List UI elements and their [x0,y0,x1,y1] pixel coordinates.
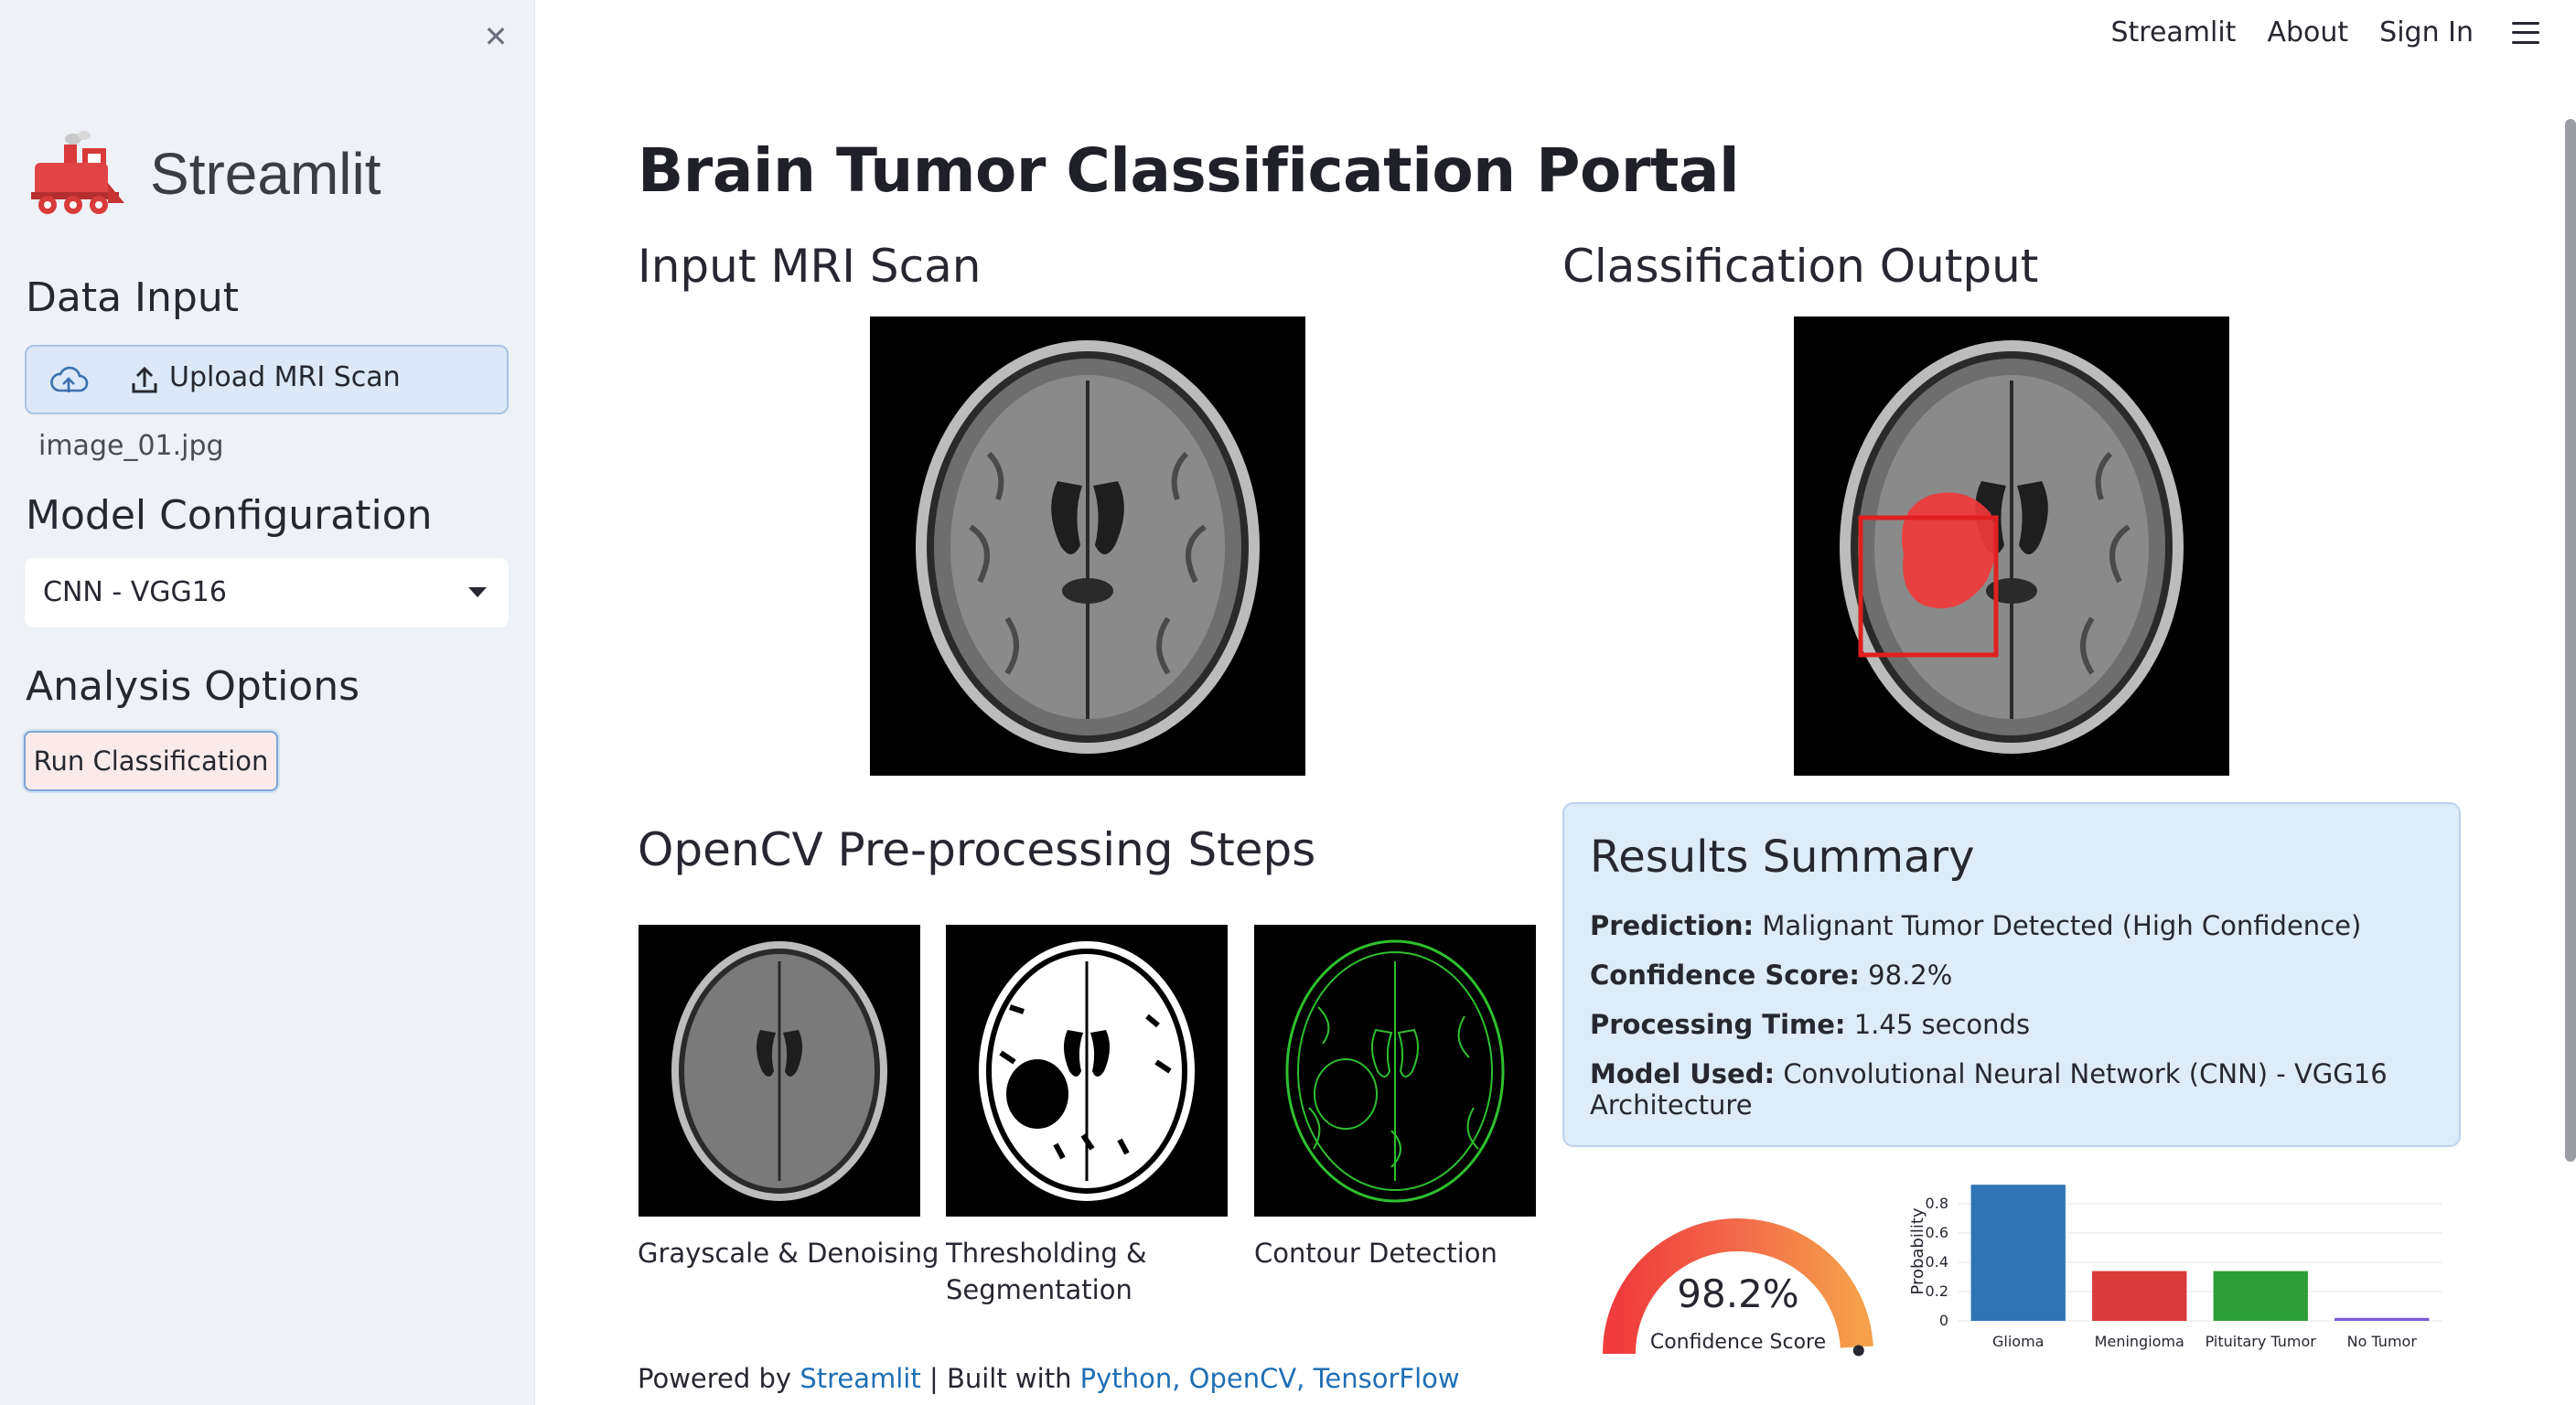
bar-glioma [1970,1185,2066,1321]
contour-image [1254,925,1536,1217]
step-caption-contour: Contour Detection [1254,1238,1497,1269]
page-title: Brain Tumor Classification Portal [638,135,1740,206]
cloud-upload-icon [50,366,89,392]
model-select-value: CNN - VGG16 [43,576,227,608]
scrollbar[interactable] [2565,119,2576,1162]
model-select[interactable]: CNN - VGG16 [25,558,509,627]
footer-link-streamlit[interactable]: Streamlit [800,1363,921,1394]
y-tick-label: 0.6 [1926,1224,1948,1241]
output-mri-image [1794,316,2229,776]
uploaded-file-name: image_01.jpg [38,430,224,462]
bar-pituitary-tumor [2213,1271,2308,1321]
y-tick-label: 0 [1939,1312,1948,1329]
preprocessing-heading: OpenCV Pre-processing Steps [638,823,1316,876]
brand: Streamlit [27,128,381,220]
top-nav: Streamlit About Sign In [2079,16,2539,48]
data-input-heading: Data Input [26,274,239,321]
threshold-image [946,925,1228,1217]
results-summary-heading: Results Summary [1590,831,1975,883]
nav-sign-in[interactable]: Sign In [2379,16,2474,48]
nav-streamlit[interactable]: Streamlit [2110,16,2237,48]
bar-meningioma [2092,1271,2187,1321]
x-tick-label: Pituitary Tumor [2206,1333,2317,1350]
bar-no-tumor [2334,1317,2430,1321]
run-classification-button[interactable]: Run Classification [24,731,278,791]
y-axis-label: Probability [1908,1207,1927,1294]
footer-link-opencv[interactable]: OpenCV, [1188,1363,1305,1394]
confidence-gauge [1603,1218,1873,1357]
step-caption-grayscale: Grayscale & Denoising [638,1238,939,1269]
train-logo-icon [31,131,124,214]
x-tick-label: No Tumor [2347,1333,2418,1350]
upload-mri-button[interactable]: Upload MRI Scan [25,345,509,414]
chevron-down-icon [468,587,487,597]
analysis-options-heading: Analysis Options [26,663,360,710]
footer-link-python[interactable]: Python, [1079,1363,1181,1394]
summary-row-model: Model Used: Convolutional Neural Network… [1590,1058,2388,1121]
grayscale-image [639,925,920,1217]
summary-row-prediction: Prediction: Malignant Tumor Detected (Hi… [1590,910,2362,941]
gauge-value: 98.2% [1677,1271,1799,1316]
results-summary-card: Results Summary Prediction: Malignant Tu… [1562,802,2461,1147]
input-mri-image [870,316,1305,776]
footer: Powered by Streamlit | Built with Python… [638,1363,1460,1394]
brand-name: Streamlit [150,141,381,207]
tumor-overlay [1902,492,1997,609]
gauge-label: Confidence Score [1649,1331,1827,1354]
y-tick-label: 0.8 [1926,1195,1948,1212]
y-tick-label: 0.4 [1926,1253,1948,1271]
y-tick-label: 0.2 [1926,1282,1948,1300]
footer-link-tensorflow[interactable]: TensorFlow [1313,1363,1460,1394]
upload-label: Upload MRI Scan [169,361,401,393]
model-config-heading: Model Configuration [26,492,433,539]
menu-icon[interactable] [2512,21,2539,44]
input-scan-heading: Input MRI Scan [638,240,982,293]
summary-row-confidence: Confidence Score: 98.2% [1590,960,1953,991]
tumor-bounding-box [1858,515,1999,658]
sidebar: ✕ Streamlit Data Input Upload MRI Scan [0,0,535,1405]
step-caption-threshold: Thresholding & Segmentation [946,1238,1147,1305]
nav-about[interactable]: About [2267,16,2349,48]
summary-row-processing-time: Processing Time: 1.45 seconds [1590,1009,2031,1040]
x-tick-label: Meningioma [2095,1333,2184,1350]
upload-arrow-icon [132,366,157,393]
close-sidebar-icon[interactable]: ✕ [483,19,509,54]
classification-output-heading: Classification Output [1562,240,2039,293]
x-tick-label: Glioma [1992,1333,2044,1350]
